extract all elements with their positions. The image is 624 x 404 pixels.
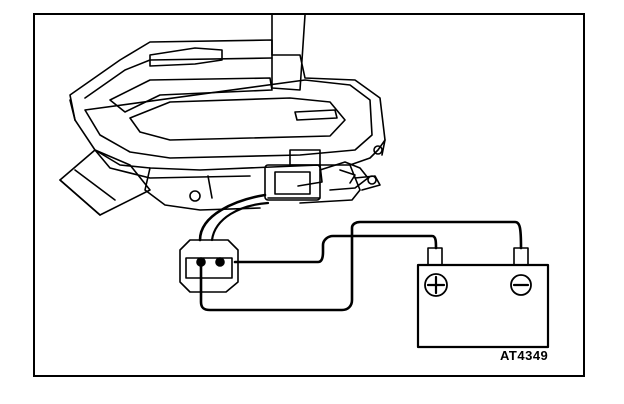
shift-lock-solenoid [264, 149, 381, 201]
lead-negative [199, 220, 523, 312]
harness-wire-b [210, 201, 270, 242]
connector-plug [179, 239, 239, 293]
connector-terminal-right [215, 257, 225, 267]
minus-terminal-icon [510, 274, 532, 296]
plus-terminal-icon [424, 273, 448, 297]
figure-frame [33, 13, 585, 377]
figure-reference-code: AT4349 [500, 348, 549, 363]
shift-lever-console [59, 14, 386, 216]
battery [416, 247, 550, 349]
lead-positive [233, 234, 438, 264]
harness-wire-a [198, 193, 267, 242]
